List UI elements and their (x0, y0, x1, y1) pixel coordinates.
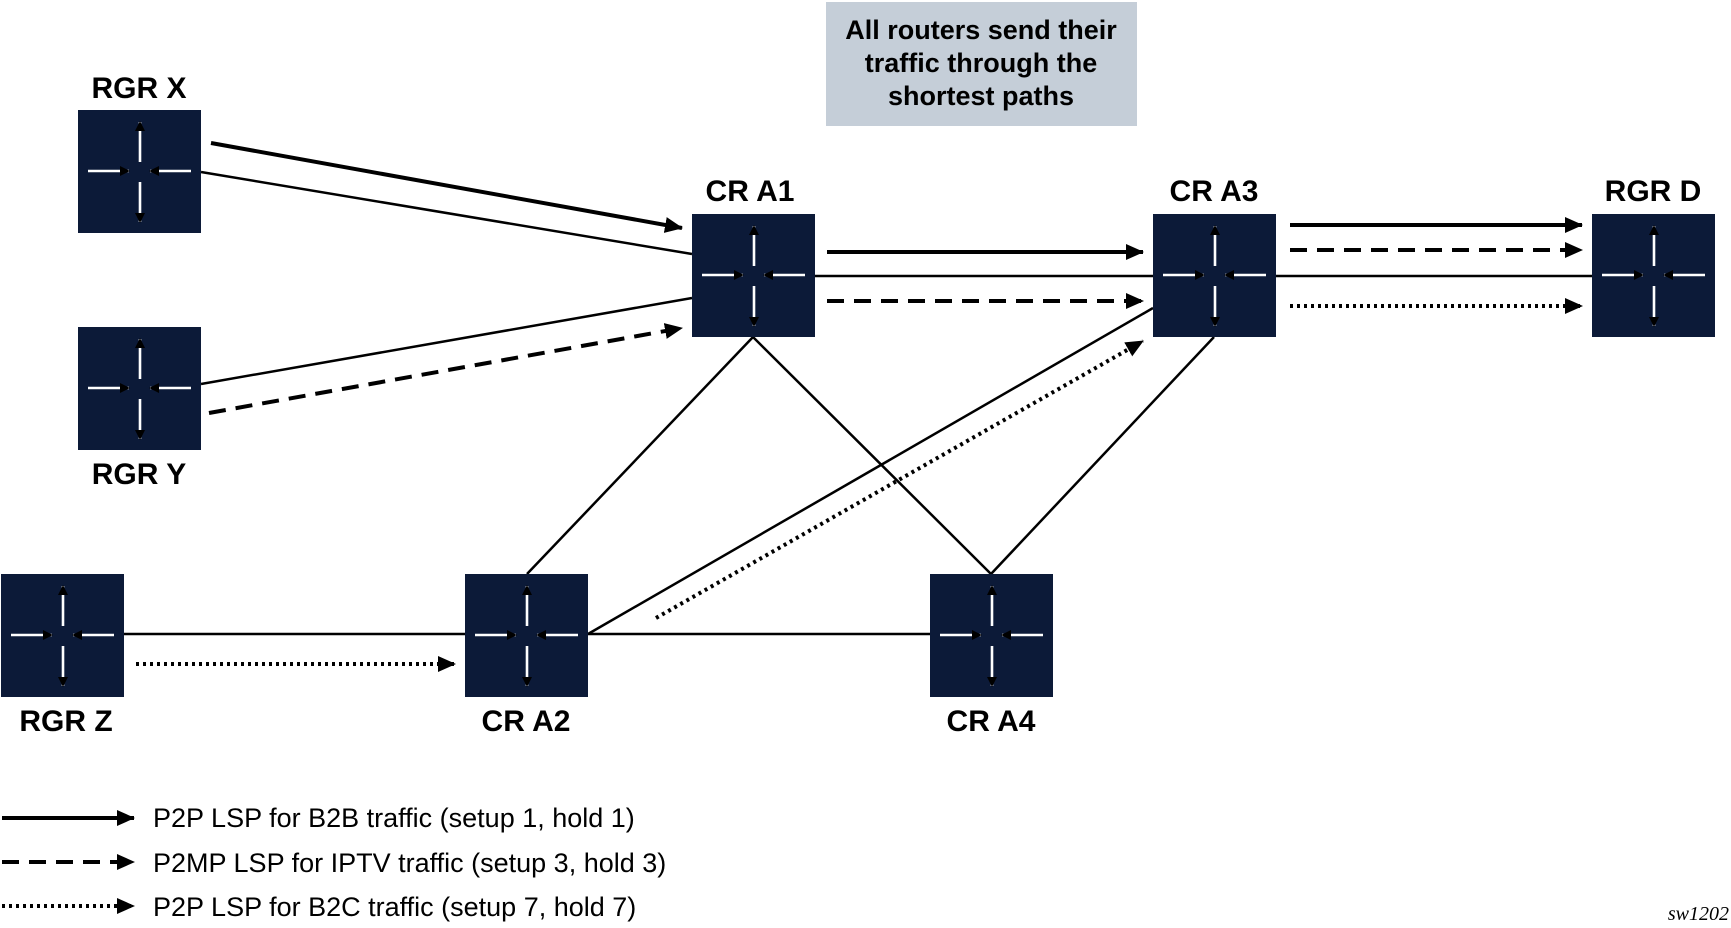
legend-item-b2c: P2P LSP for B2C traffic (setup 7, hold 7… (2, 892, 636, 922)
label-rgr-x: RGR X (91, 72, 186, 105)
router-rgr-x (78, 110, 201, 233)
router-cr-a1 (692, 214, 815, 337)
legend-item-b2b: P2P LSP for B2B traffic (setup 1, hold 1… (2, 803, 635, 833)
figure-id: sw1202 (1668, 903, 1729, 925)
shortest-paths-note: All routers send their traffic through t… (826, 2, 1137, 126)
router-rgr-y (78, 327, 201, 450)
legend-item-iptv: P2MP LSP for IPTV traffic (setup 3, hold… (2, 848, 666, 878)
routers (1, 110, 1715, 697)
router-icon (1602, 225, 1705, 327)
label-rgr-z: RGR Z (19, 705, 112, 738)
lsp-b2b-rgr-x-cr-a1 (210, 141, 683, 233)
physical-links (124, 170, 1592, 636)
label-rgr-d: RGR D (1605, 175, 1702, 208)
note-box (826, 2, 1137, 126)
router-cr-a2 (465, 574, 588, 697)
legend-label-b2c: P2P LSP for B2C traffic (setup 7, hold 7… (153, 892, 636, 922)
legend-label-iptv: P2MP LSP for IPTV traffic (setup 3, hold… (153, 848, 666, 878)
router-cr-a3 (1153, 214, 1276, 337)
label-cr-a3: CR A3 (1170, 175, 1259, 208)
router-icon (88, 121, 191, 223)
note-line-3: shortest paths (888, 81, 1074, 111)
router-labels: RGR X RGR Y RGR Z CR A1 CR A2 CR A3 CR A… (19, 72, 1701, 738)
router-rgr-z (1, 574, 124, 697)
link-rgr-x-cr-a1 (200, 170, 693, 256)
label-cr-a1: CR A1 (706, 175, 795, 208)
router-icon (88, 338, 191, 440)
router-icon (475, 585, 578, 687)
lsp-arrows (136, 141, 1583, 672)
link-cr-a1-cr-a2 (526, 336, 754, 575)
legend: P2P LSP for B2B traffic (setup 1, hold 1… (2, 803, 666, 922)
legend-label-b2b: P2P LSP for B2B traffic (setup 1, hold 1… (153, 803, 635, 833)
label-rgr-y: RGR Y (92, 458, 186, 491)
router-icon (940, 585, 1043, 687)
note-line-2: traffic through the (865, 48, 1097, 78)
lsp-b2c-cr-a2-cr-a3 (655, 339, 1144, 620)
router-icon (11, 585, 114, 687)
note-line-1: All routers send their (845, 15, 1117, 45)
router-icon (1163, 225, 1266, 327)
link-cr-a3-cr-a4 (990, 336, 1215, 575)
router-cr-a4 (930, 574, 1053, 697)
link-cr-a1-cr-a4 (752, 336, 992, 575)
link-cr-a2-cr-a3 (587, 306, 1154, 636)
router-icon (702, 225, 805, 327)
label-cr-a4: CR A4 (947, 705, 1036, 738)
link-rgr-y-cr-a1 (200, 296, 693, 386)
router-rgr-d (1592, 214, 1715, 337)
label-cr-a2: CR A2 (482, 705, 571, 738)
